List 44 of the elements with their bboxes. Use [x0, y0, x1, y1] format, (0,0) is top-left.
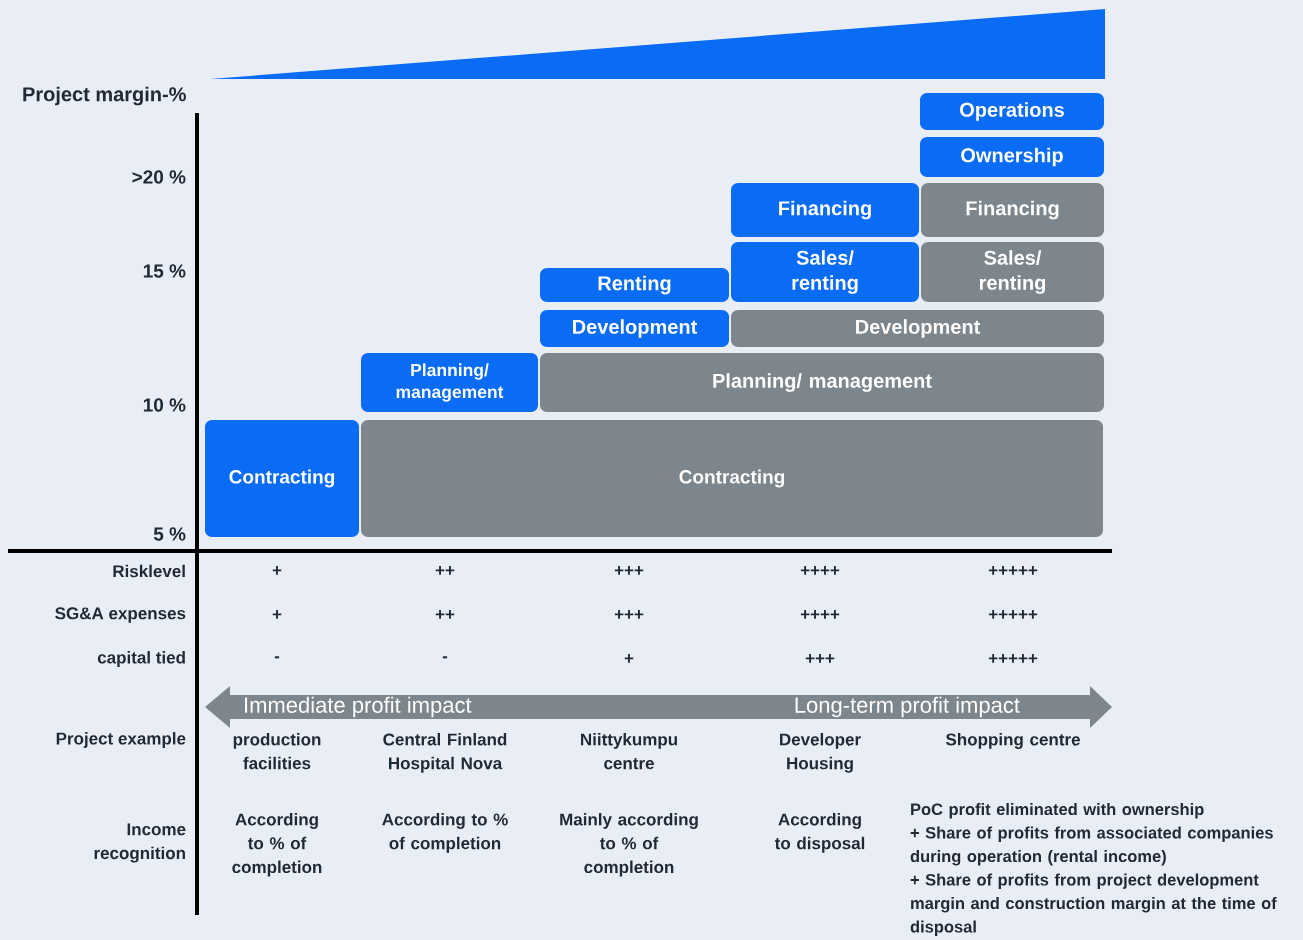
label-text: - [274, 656, 280, 659]
label-text: Income recognition [94, 823, 186, 863]
label-text: capital tied [97, 651, 185, 667]
process-box: Development [540, 310, 729, 347]
label-text: ++++ [800, 566, 840, 575]
label-text: +++++ [988, 654, 1038, 663]
label-text: +++++ [988, 610, 1038, 619]
process-box: Planning/ management [540, 353, 1104, 412]
process-box: Financing [731, 183, 919, 237]
label-text: According to % of completion [382, 813, 508, 853]
label-text: ++ [435, 610, 455, 619]
label-text: + [624, 654, 634, 663]
label-text: +++++ [988, 566, 1038, 575]
node-label: Renting [598, 275, 671, 295]
label-text: ++ [435, 566, 455, 575]
label-text: According to % of completion [232, 813, 322, 877]
label-text: + [272, 610, 282, 619]
label-text: +++ [805, 654, 835, 663]
label-text: + [272, 566, 282, 575]
process-box: Sales/ renting [921, 242, 1104, 302]
label-text: 15 % [143, 264, 186, 278]
process-box: Renting [540, 268, 729, 302]
label-text: - [442, 656, 448, 659]
process-box: Development [731, 310, 1104, 347]
process-box: Operations [920, 93, 1104, 130]
label-text: Project margin-% [23, 86, 186, 106]
process-box: Financing [921, 183, 1104, 237]
label-text: Mainly according to % of completion [560, 813, 698, 877]
label-text: +++ [614, 566, 644, 575]
label-text: >20 % [132, 170, 186, 184]
process-box: Contracting [361, 420, 1103, 537]
label-text: SG&A expenses [55, 607, 186, 623]
label-text: ++++ [800, 610, 840, 619]
label-text: Risklevel [113, 564, 185, 578]
process-box: Contracting [205, 420, 359, 537]
label-text: 10 % [143, 398, 186, 412]
label-text: Project example [56, 732, 186, 748]
note-text: PoC profit eliminated with ownership + Share of profits from associated companies during operation (rental income) + Share of profits from project development margin and construction margin at the time of disposal [910, 803, 1277, 936]
label-text: +++ [614, 610, 644, 619]
label-text: 5 % [153, 527, 186, 541]
process-box: Planning/ management [361, 353, 538, 412]
process-box: Ownership [920, 137, 1104, 177]
label-text: According to disposal [774, 813, 865, 853]
process-box: Sales/ renting [731, 242, 919, 302]
